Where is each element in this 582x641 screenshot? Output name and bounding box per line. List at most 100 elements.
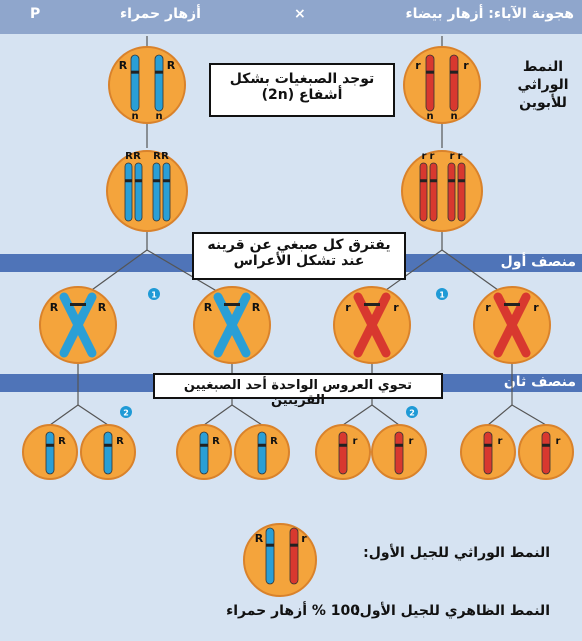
chromatid-arm [353,292,391,358]
connector-line [371,404,400,426]
chromosome-band [46,443,54,447]
allele-label: R [58,436,66,447]
step-marker-label: 1 [439,291,445,300]
allele-label: R [133,151,141,162]
allele-label: R [204,301,213,314]
diploid-note-line-1: توجد الصبغيات بشكل [229,71,375,87]
chromosome-band [163,179,170,183]
allele-label: R [153,151,161,162]
sister-chromatid [134,162,143,222]
step-marker-label: 1 [151,291,157,300]
step-marker-label: 2 [123,409,129,418]
connector-line [77,404,109,426]
allele-label: r [353,436,358,447]
f1-allele-dominant: R [255,532,264,545]
f1-phenotype-value: 100 % أزهار حمراء [226,603,360,619]
chromosome [338,431,348,475]
separation-note-line-2: عند تشكل الأعراس [233,253,365,269]
allele-label: R [98,301,107,314]
chromosome-band [504,303,520,306]
allele-label: r [430,151,435,162]
allele-label: r [393,301,399,314]
chromosome [199,431,209,475]
chromosome [449,54,459,112]
chromosome-band [266,543,274,547]
allele-label: R [125,151,133,162]
step-marker [148,288,160,300]
allele-label: R [270,436,278,447]
chromosome-band [131,70,139,74]
chromatid-label: n [155,111,162,122]
connector-line [49,404,79,426]
parent-genotype-line-2: الوراثي [517,77,569,93]
allele-label: R [161,151,169,162]
allele-label: r [485,301,491,314]
allele-label: r [498,436,503,447]
chromosome-band [200,443,208,447]
replicated-cell [106,150,188,232]
chromatid-label: n [450,111,457,122]
chromosome-band [135,179,142,183]
sister-chromatid [419,162,428,222]
allele-label: r [345,301,351,314]
allele-label: R [119,59,128,72]
header-bar: P أزهار حمراء × هجونة الآباء: أزهار بيضا… [0,0,582,34]
connector-line [487,404,513,426]
chromosome-band [448,179,455,183]
parent-genotype-label: النمط الوراثي للأبوين [508,58,578,112]
chromosome-band [104,443,112,447]
replicated-cell [401,150,483,232]
chromosome-band [125,179,132,183]
red-flowers-label: أزهار حمراء [120,6,201,22]
parent-genotype-line-3: للأبوين [519,95,567,111]
f1-genotype-label: النمط الوراثي للجيل الأول: [363,545,550,561]
allele-label: R [167,59,176,72]
chromosome [394,431,404,475]
chromosome-band [364,303,380,306]
chromosome-band [458,179,465,183]
step-marker-label: 2 [409,409,415,418]
chromosome-band [430,179,437,183]
chromosome-band [420,179,427,183]
p-label: P [30,6,41,22]
parent-cell [108,46,186,124]
sister-chromatid [152,162,161,222]
connector-line [342,404,373,426]
f1-red-chromosome [289,527,299,585]
diploid-note: توجد الصبغيات بشكل أشفاع (2n) [209,63,395,117]
step-marker [406,406,418,418]
diploid-note-line-2: أشفاع (2n) [261,87,343,103]
f1-phenotype-label: النمط الظاهري للجيل الأول: [354,603,550,619]
chromosome-band [70,303,86,306]
sister-chromatid [447,162,456,222]
allele-label: r [458,151,463,162]
chromatid-label: n [131,111,138,122]
gametes-note: تحوي العروس الواحدة أحد الصبغيين القريني… [153,373,443,408]
separation-note: يفترق كل صبغي عن قرينه عند تشكل الأعراس [192,232,406,280]
chromatid-arm [493,292,531,358]
cross-label: هجونة الآباء: أزهار بيضاء [405,6,575,22]
connector-line [511,404,547,426]
sister-chromatid [124,162,133,222]
allele-label: r [422,151,427,162]
separation-note-line-1: يفترق كل صبغي عن قرينه [207,237,391,253]
chromatid-arm [59,292,97,358]
chromosome-band [153,179,160,183]
chromosome-band [542,443,550,447]
allele-label: r [415,59,421,72]
chromosome [541,431,551,475]
chromosome [257,431,267,475]
chromosome-band [450,70,458,74]
allele-label: r [450,151,455,162]
f1-blue-chromosome [265,527,275,585]
step-marker [120,406,132,418]
allele-label: r [463,59,469,72]
step-marker [436,288,448,300]
f1-allele-recessive: r [301,532,307,545]
chromosome [483,431,493,475]
chromatid-arm [213,292,251,358]
allele-label: R [212,436,220,447]
allele-label: R [50,301,59,314]
